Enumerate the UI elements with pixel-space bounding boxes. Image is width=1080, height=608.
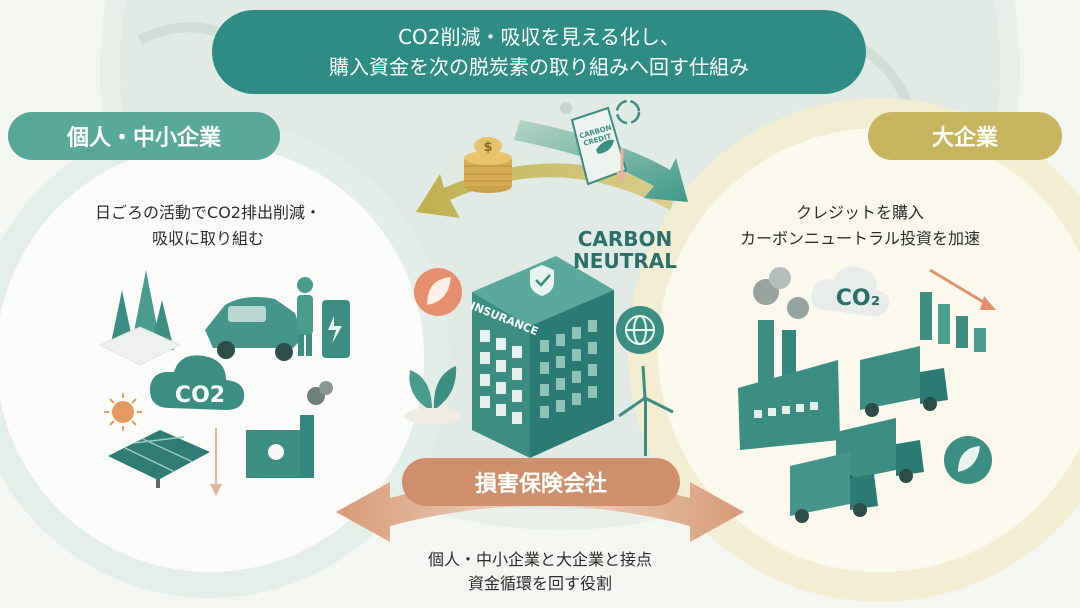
leaf-badge-icon bbox=[414, 268, 462, 316]
right-desc-line2: カーボンニュートラル投資を加速 bbox=[739, 229, 980, 248]
right-desc-line1: クレジットを購入 bbox=[795, 203, 924, 222]
right-label: 大企業 bbox=[868, 112, 1062, 160]
center-label: 損害保険会社 bbox=[402, 458, 680, 506]
charger-icon bbox=[322, 300, 350, 358]
left-label: 個人・中小企業 bbox=[8, 112, 280, 160]
carbon-credit-icon bbox=[560, 102, 628, 186]
left-desc-line2: 吸収に取り組む bbox=[151, 229, 264, 248]
bottom-description: 個人・中小企業と大企業と接点 資金循環を回す役割 bbox=[340, 548, 740, 596]
coins-icon bbox=[464, 137, 512, 193]
top-banner-line1: CO2削減・吸収を見える化し、 bbox=[398, 25, 680, 49]
left-description: 日ごろの活動でCO2排出削減・ 吸収に取り組む bbox=[48, 200, 368, 252]
co2-cloud-icon bbox=[150, 355, 245, 410]
left-desc-line1: 日ごろの活動でCO2排出削減・ bbox=[95, 203, 321, 222]
top-banner: CO2削減・吸収を見える化し、 購入資金を次の脱炭素の取り組みへ回す仕組み bbox=[212, 10, 866, 94]
center-label-text: 損害保険会社 bbox=[474, 472, 607, 497]
coin-symbol: $ bbox=[483, 140, 492, 155]
co2-label-left: CO2 bbox=[175, 383, 225, 408]
globe-icon bbox=[616, 306, 664, 354]
person-icon bbox=[297, 277, 313, 356]
tree-icon bbox=[98, 270, 182, 366]
wind-turbine-icon bbox=[618, 365, 674, 456]
plant-icon bbox=[404, 366, 460, 424]
truck-icon bbox=[790, 452, 878, 523]
truck-icon bbox=[860, 346, 948, 417]
co2-cloud-icon bbox=[811, 266, 890, 317]
bar-chart-icon bbox=[920, 268, 996, 352]
co2-label-right: CO₂ bbox=[836, 286, 880, 311]
sun-icon bbox=[104, 393, 142, 431]
factory-icon bbox=[738, 267, 840, 450]
right-label-text: 大企業 bbox=[931, 126, 998, 151]
building-icon bbox=[472, 256, 614, 458]
top-banner-line2: 購入資金を次の脱炭素の取り組みへ回す仕組み bbox=[329, 55, 749, 79]
carbon-neutral-line1: CARBON bbox=[578, 227, 673, 251]
factory-icon bbox=[246, 381, 333, 478]
solar-panel-icon bbox=[108, 430, 210, 488]
recycle-icon bbox=[615, 99, 641, 125]
bottom-line2: 資金循環を回す役割 bbox=[467, 574, 612, 593]
car-icon bbox=[205, 297, 303, 361]
right-description: クレジットを購入 カーボンニュートラル投資を加速 bbox=[690, 200, 1030, 252]
left-label-text: 個人・中小企業 bbox=[66, 126, 221, 151]
carbon-neutral-line2: NEUTRAL bbox=[573, 249, 677, 273]
leaf-badge-icon bbox=[944, 436, 992, 484]
bottom-line1: 個人・中小企業と大企業と接点 bbox=[427, 550, 652, 569]
